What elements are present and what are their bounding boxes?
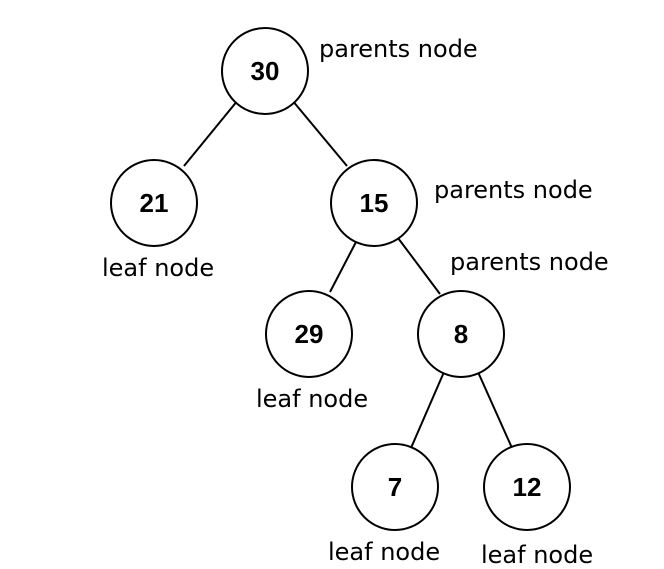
tree-node-30: 30: [221, 27, 309, 115]
node-label-30: parents node: [319, 35, 478, 63]
node-label-7: leaf node: [328, 538, 440, 566]
node-circle: [265, 290, 353, 378]
node-label-29: leaf node: [256, 385, 368, 413]
tree-node-29: 29: [265, 290, 353, 378]
node-value: 15: [360, 188, 389, 218]
edge-8-7: [410, 371, 445, 449]
node-circle: [351, 443, 439, 531]
node-value: 12: [513, 472, 542, 502]
node-label-8: parents node: [450, 248, 609, 276]
node-circle: [330, 159, 418, 247]
node-circle: [221, 27, 309, 115]
edge-15-8: [397, 237, 441, 295]
node-circle: [483, 443, 571, 531]
node-label-21: leaf node: [102, 254, 214, 282]
edge-30-21: [183, 99, 239, 167]
edge-8-12: [477, 371, 513, 449]
tree-node-8: 8: [417, 290, 505, 378]
node-label-12: leaf node: [481, 541, 593, 569]
node-value: 21: [140, 188, 169, 218]
edges: [183, 99, 513, 449]
edge-15-29: [329, 241, 357, 293]
node-label-15: parents node: [434, 176, 593, 204]
node-circle: [417, 290, 505, 378]
tree-node-12: 12: [483, 443, 571, 531]
node-value: 30: [251, 56, 280, 86]
tree-node-15: 15: [330, 159, 418, 247]
edge-30-15: [291, 99, 348, 167]
tree-node-21: 21: [110, 159, 198, 247]
tree-node-7: 7: [351, 443, 439, 531]
node-circle: [110, 159, 198, 247]
node-value: 29: [295, 319, 324, 349]
node-value: 7: [388, 472, 402, 502]
node-value: 8: [454, 319, 468, 349]
